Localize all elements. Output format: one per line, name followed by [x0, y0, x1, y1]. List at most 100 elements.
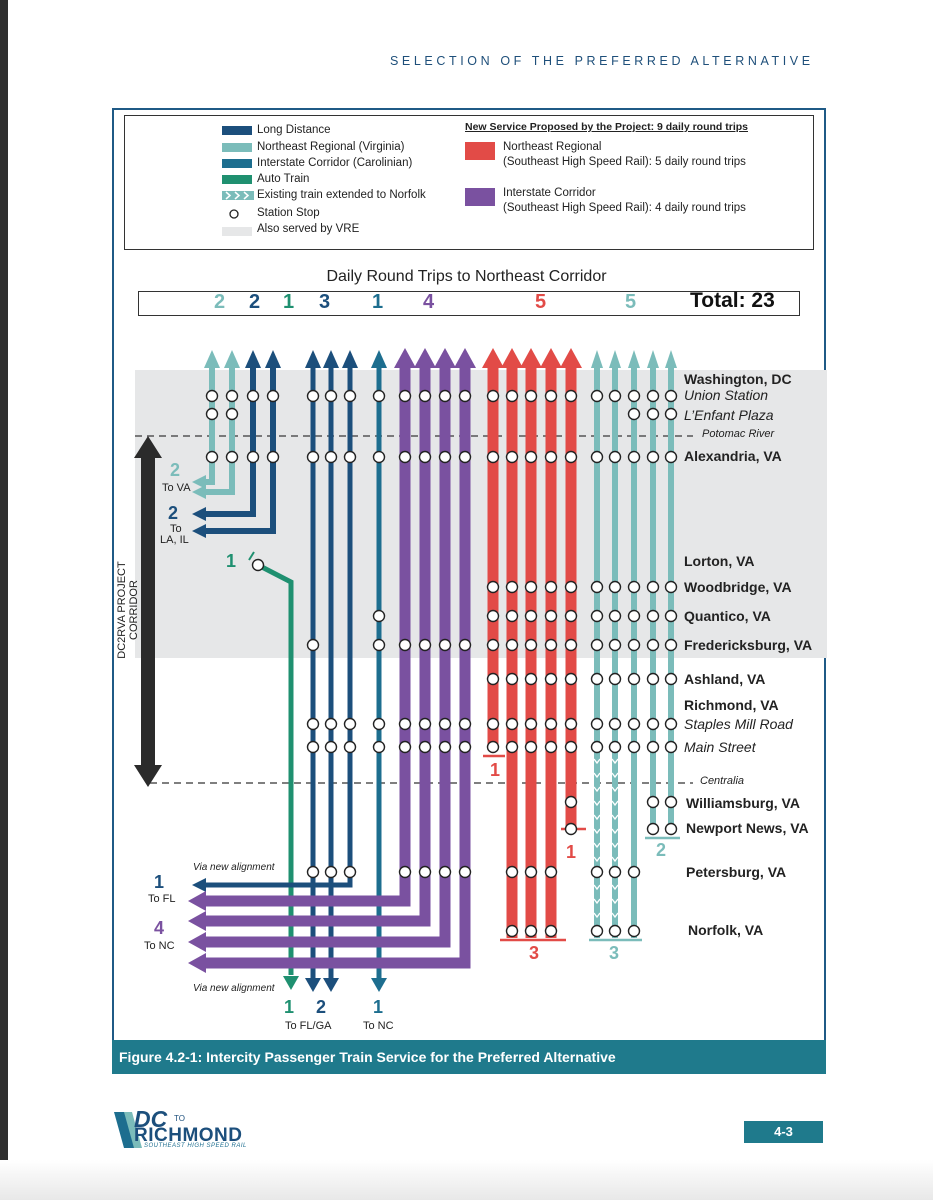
station-stop [343, 717, 357, 731]
station-stop [438, 717, 452, 731]
total-count: Total: 23 [690, 289, 775, 312]
ld-up-1-head [245, 350, 261, 368]
station-stop [590, 865, 604, 879]
count-0: 2 [214, 291, 226, 313]
station-stop [590, 580, 604, 594]
station-stop [646, 389, 660, 403]
station-main: Main Street [684, 739, 756, 755]
station-richmond: Richmond, VA [684, 697, 779, 713]
extension-chevron [593, 842, 601, 849]
ld-main-up-1-head [323, 350, 339, 368]
station-stop [564, 740, 578, 754]
station-stop [646, 822, 660, 836]
station-stop [398, 389, 412, 403]
red-up-1 [501, 348, 523, 368]
teal-up-2-head [224, 350, 240, 368]
station-union: Union Station [684, 387, 769, 403]
logo-mark [114, 1112, 142, 1148]
station-stop [266, 389, 280, 403]
extension-chevron [611, 912, 619, 919]
logo-richmond: RICHMOND [134, 1125, 243, 1146]
logo-subtitle: SOUTHEAST HIGH SPEED RAIL [144, 1143, 247, 1149]
station-stop [590, 924, 604, 938]
teal-branch-arrow-1 [192, 475, 206, 489]
station-stop [544, 717, 558, 731]
purple-1 [206, 368, 411, 907]
figure-caption: Figure 4.2-1: Intercity Passenger Train … [112, 1040, 826, 1074]
legend-new-ne-1: Northeast Regional [503, 141, 602, 153]
branch-to-la-1: To [170, 523, 182, 535]
station-stop [524, 865, 538, 879]
legend-swatch-vre [222, 227, 252, 236]
station-stop [608, 580, 622, 594]
extension-chevron [611, 814, 619, 821]
corridor-arrow-up [134, 436, 162, 458]
extension-chevron [593, 800, 601, 807]
branch-to-fl: To FL [148, 893, 176, 905]
count-box [138, 291, 800, 316]
station-stop [306, 717, 320, 731]
branch-to-va: To VA [162, 482, 191, 494]
station-stop [608, 638, 622, 652]
bottom-ld-count: 2 [316, 997, 327, 1017]
teal-norfolk-count: 3 [609, 943, 620, 963]
logo-to: TO [174, 1114, 185, 1123]
station-newport: Newport News, VA [686, 820, 809, 836]
extension-chevron [611, 828, 619, 835]
red-up-2 [520, 348, 542, 368]
legend-new-ic-2: (Southeast High Speed Rail): 4 daily rou… [503, 202, 746, 214]
station-stop [458, 450, 472, 464]
station-stop [524, 389, 538, 403]
station-stop [627, 924, 641, 938]
station-stop [627, 672, 641, 686]
station-stop [225, 450, 239, 464]
legend-new-ic-1: Interstate Corridor [503, 187, 596, 199]
station-stop [524, 580, 538, 594]
station-stop [608, 609, 622, 623]
station-stop [664, 795, 678, 809]
station-stop [458, 865, 472, 879]
ld-branch-arrow-1 [192, 507, 206, 521]
label-centralia: Centralia [700, 775, 745, 787]
branch-to-la-2: LA, IL [160, 534, 189, 546]
station-stop [505, 672, 519, 686]
station-stop [398, 740, 412, 754]
station-stop [372, 717, 386, 731]
station-stop [664, 740, 678, 754]
purple-left-3 [188, 953, 206, 973]
legend-long-distance: Long Distance [257, 124, 331, 136]
legend-new-ne-2: (Southeast High Speed Rail): 5 daily rou… [503, 156, 746, 168]
station-stop [251, 558, 265, 572]
station-stop [505, 580, 519, 594]
station-stop [664, 609, 678, 623]
purple-left-1 [188, 911, 206, 931]
ld-branch-2 [206, 368, 276, 534]
legend-swatch-interstate [222, 159, 252, 168]
station-stop [608, 740, 622, 754]
extension-chevron [593, 856, 601, 863]
legend-swatch-extended [222, 191, 254, 200]
bottom-to-fl-ga: To FL/GA [285, 1020, 332, 1032]
station-stop [225, 389, 239, 403]
station-stop [544, 609, 558, 623]
station-stop [524, 740, 538, 754]
station-stop [564, 389, 578, 403]
teal-r-up-2-head [628, 350, 640, 368]
station-lenfant: L’Enfant Plaza [684, 407, 774, 423]
station-stop [246, 450, 260, 464]
station-stop [627, 740, 641, 754]
station-stop [590, 450, 604, 464]
station-stop [590, 389, 604, 403]
purple-2 [206, 368, 431, 927]
extension-chevron [611, 772, 619, 779]
ld-down-1 [305, 978, 321, 992]
station-petersburg: Petersburg, VA [686, 864, 787, 880]
daily-title: Daily Round Trips to Northeast Corridor [326, 268, 607, 285]
station-stop [608, 389, 622, 403]
via-new-alignment-1: Via new alignment [193, 862, 275, 873]
auto-tick [248, 551, 255, 561]
station-stop [590, 740, 604, 754]
station-stop [664, 717, 678, 731]
station-stop [646, 740, 660, 754]
